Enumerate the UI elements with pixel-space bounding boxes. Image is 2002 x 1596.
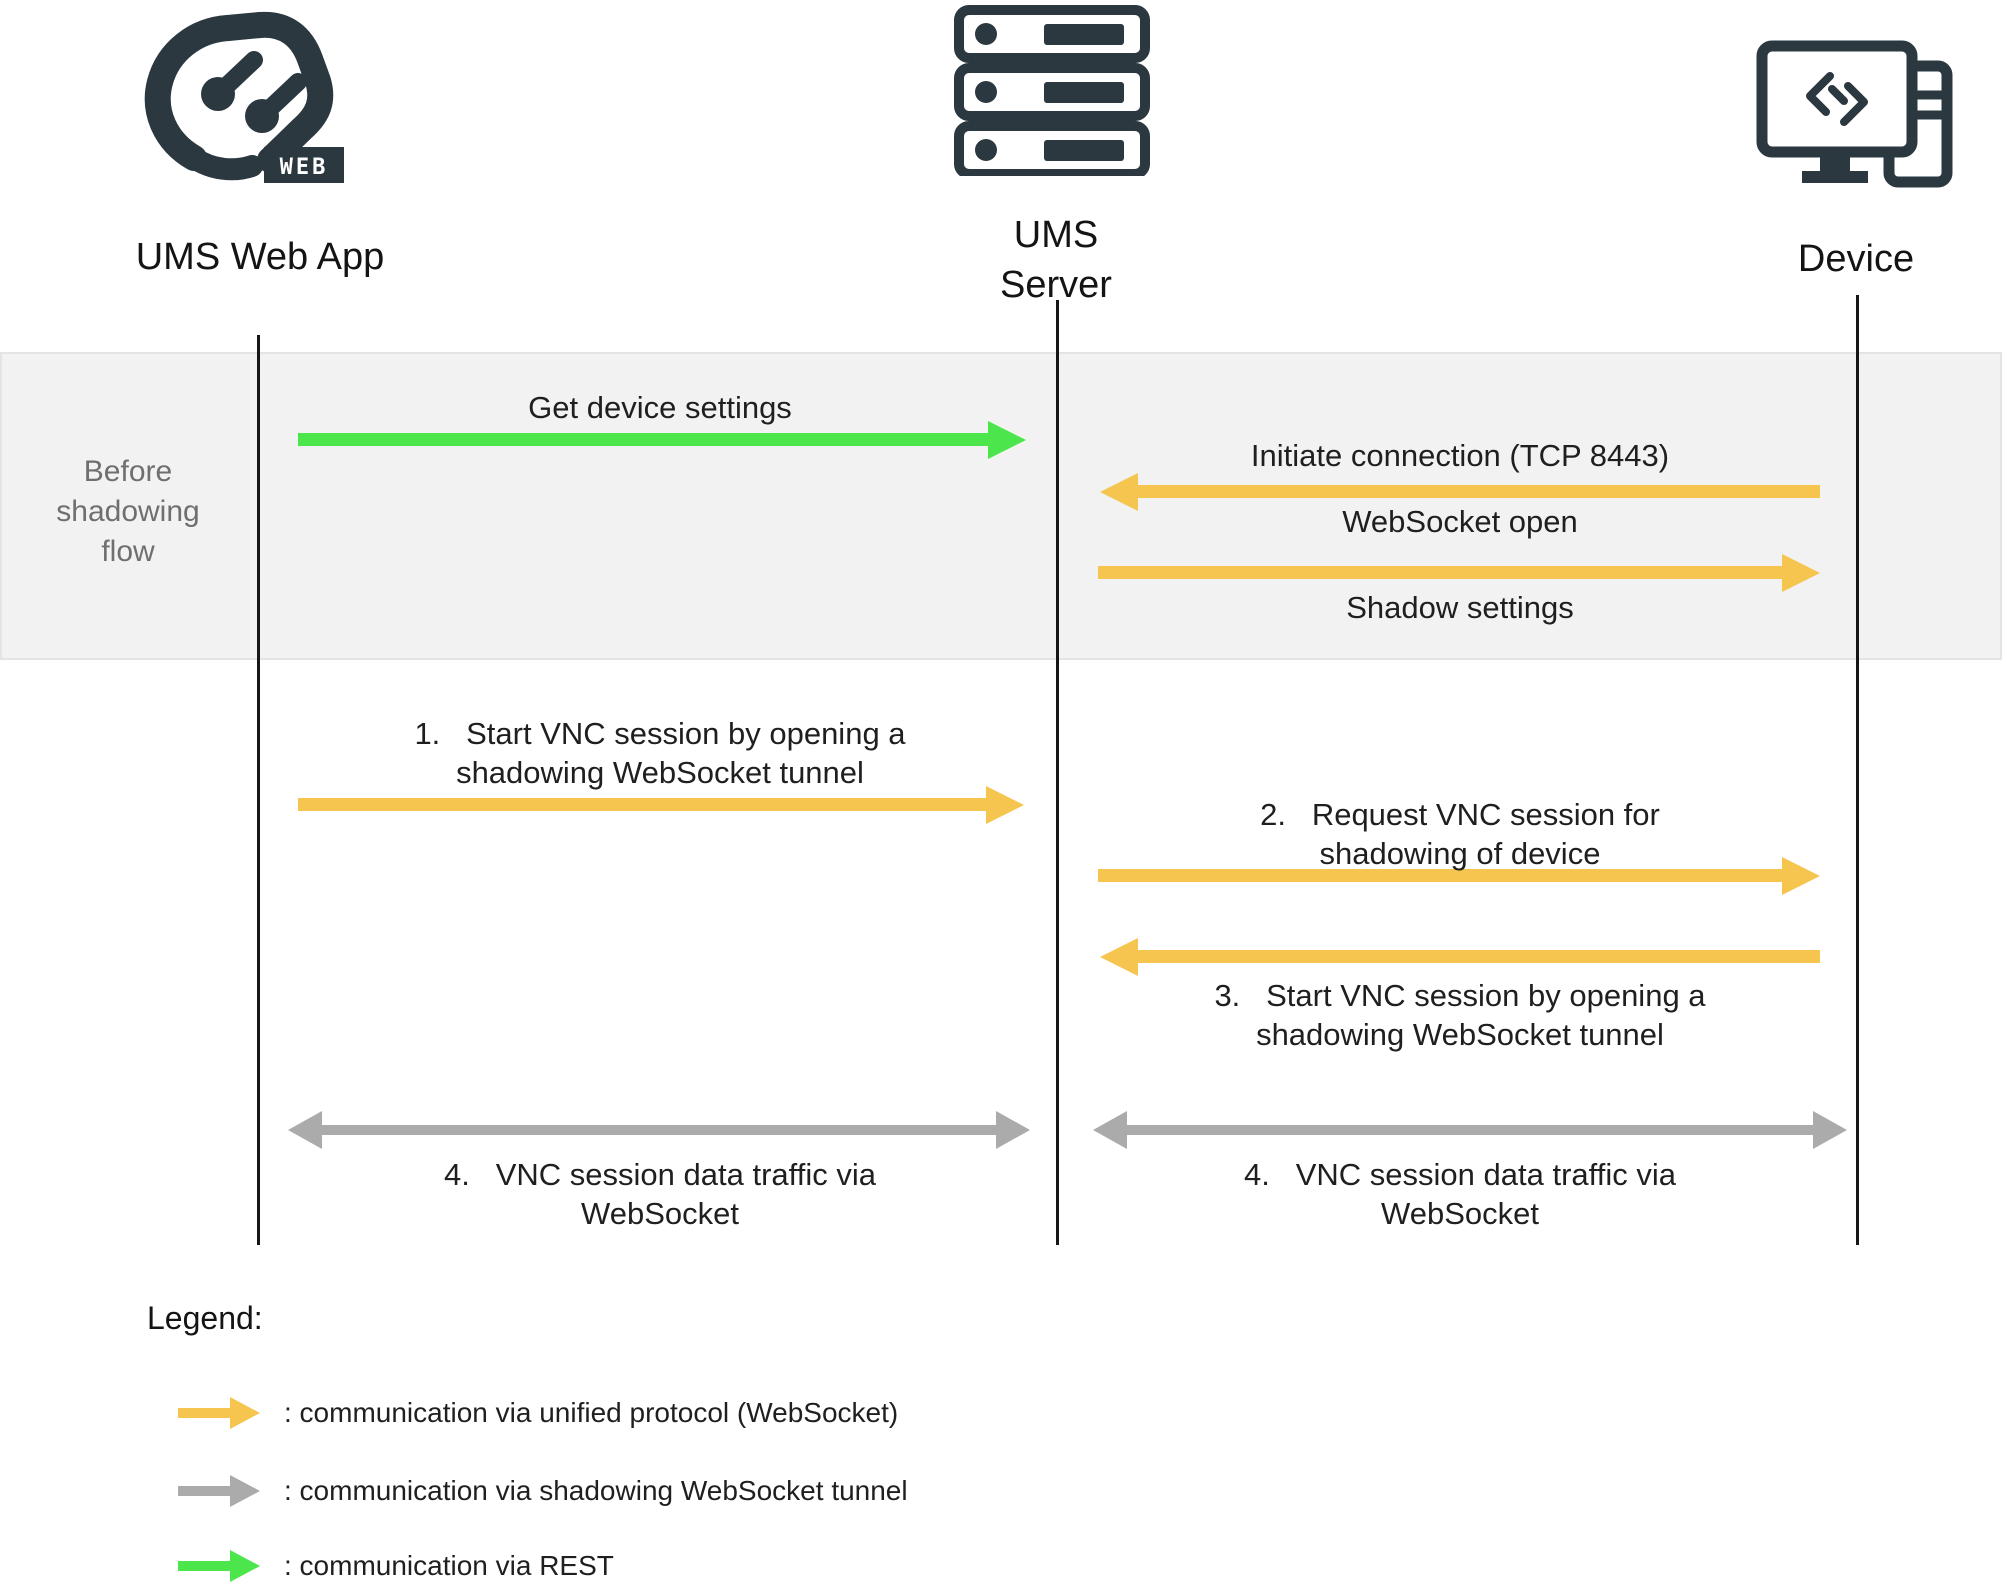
message-step3: 3. Start VNC session by opening a shadow… xyxy=(1110,976,1810,1054)
message-step4-left: 4. VNC session data traffic via WebSocke… xyxy=(330,1155,990,1233)
message-websocket-open: WebSocket open xyxy=(1342,504,1578,539)
arrow-head-left-icon xyxy=(1093,1111,1127,1149)
arrow-step2 xyxy=(1098,869,1784,882)
legend-item-rest: : communication via REST xyxy=(284,1550,614,1581)
legend-item-shadowing-tunnel: : communication via shadowing WebSocket … xyxy=(284,1475,908,1506)
arrow-head-right-icon xyxy=(986,786,1024,824)
legend-arrow-head-icon xyxy=(230,1475,260,1507)
phase-band-label: Before shadowing flow xyxy=(56,455,200,568)
arrow-step4-left xyxy=(318,1125,998,1135)
legend-title: Legend: xyxy=(147,1300,263,1336)
legend-item-unified: : communication via unified protocol (We… xyxy=(284,1397,899,1428)
arrow-head-right-icon xyxy=(988,421,1026,459)
actor-label-ums-server: UMS Server xyxy=(1000,214,1112,306)
arrow-websocket-open xyxy=(1098,566,1784,579)
arrow-step4-right xyxy=(1123,1125,1815,1135)
lifeline-device xyxy=(1856,295,1859,1245)
message-shadow-settings: Shadow settings xyxy=(1346,590,1574,625)
arrow-head-left-icon xyxy=(1100,938,1138,976)
web-badge: WEB xyxy=(264,147,344,183)
server-stack-icon xyxy=(954,5,1150,176)
message-get-device-settings: Get device settings xyxy=(528,390,792,425)
device-desktop-icon xyxy=(1756,40,1953,188)
arrow-head-right-icon xyxy=(1813,1111,1847,1149)
before-shadowing-phase-band xyxy=(0,352,2002,660)
arrow-step3 xyxy=(1136,950,1820,963)
web-badge-label: WEB xyxy=(280,155,329,180)
message-initiate-connection: Initiate connection (TCP 8443) xyxy=(1250,438,1670,473)
legend-arrow-shadowing-tunnel xyxy=(178,1486,232,1496)
message-step4-right: 4. VNC session data traffic via WebSocke… xyxy=(1110,1155,1810,1233)
arrow-head-left-icon xyxy=(288,1111,322,1149)
legend-arrow-unified xyxy=(178,1408,232,1418)
lifeline-ums-server xyxy=(1056,300,1059,1245)
actor-label-ums-web-app: UMS Web App xyxy=(135,236,385,278)
message-step1-line1: 1. Start VNC session by opening a xyxy=(414,716,906,751)
message-step2-line1: 2. Request VNC session for xyxy=(1260,797,1660,832)
arrow-head-right-icon xyxy=(1782,857,1820,895)
arrow-step1 xyxy=(298,798,988,811)
message-step4-left-line2: WebSocket xyxy=(581,1196,739,1231)
arrow-head-right-icon xyxy=(1782,554,1820,592)
arrow-head-left-icon xyxy=(1100,473,1138,511)
message-step4-right-line2: WebSocket xyxy=(1381,1196,1539,1231)
message-step2-line2: shadowing of device xyxy=(1319,836,1601,871)
ums-web-app-logo-icon: WEB xyxy=(144,11,344,183)
legend-arrow-head-icon xyxy=(230,1397,260,1429)
legend-arrow-head-icon xyxy=(230,1550,260,1582)
lifeline-ums-web-app xyxy=(257,335,260,1245)
actor-label-device: Device xyxy=(1797,238,1915,280)
legend-arrow-rest xyxy=(178,1561,232,1571)
message-step3-line2: shadowing WebSocket tunnel xyxy=(1256,1017,1664,1052)
arrow-head-right-icon xyxy=(996,1111,1030,1149)
message-step4-right-line1: 4. VNC session data traffic via xyxy=(1244,1157,1676,1192)
message-step2: 2. Request VNC session for shadowing of … xyxy=(1110,795,1810,873)
message-step1: 1. Start VNC session by opening a shadow… xyxy=(330,714,990,792)
message-step3-line1: 3. Start VNC session by opening a xyxy=(1214,978,1706,1013)
arrow-get-device-settings xyxy=(298,433,990,446)
message-step1-line2: shadowing WebSocket tunnel xyxy=(456,755,864,790)
arrow-initiate-connection xyxy=(1136,485,1820,498)
message-step4-left-line1: 4. VNC session data traffic via xyxy=(444,1157,876,1192)
